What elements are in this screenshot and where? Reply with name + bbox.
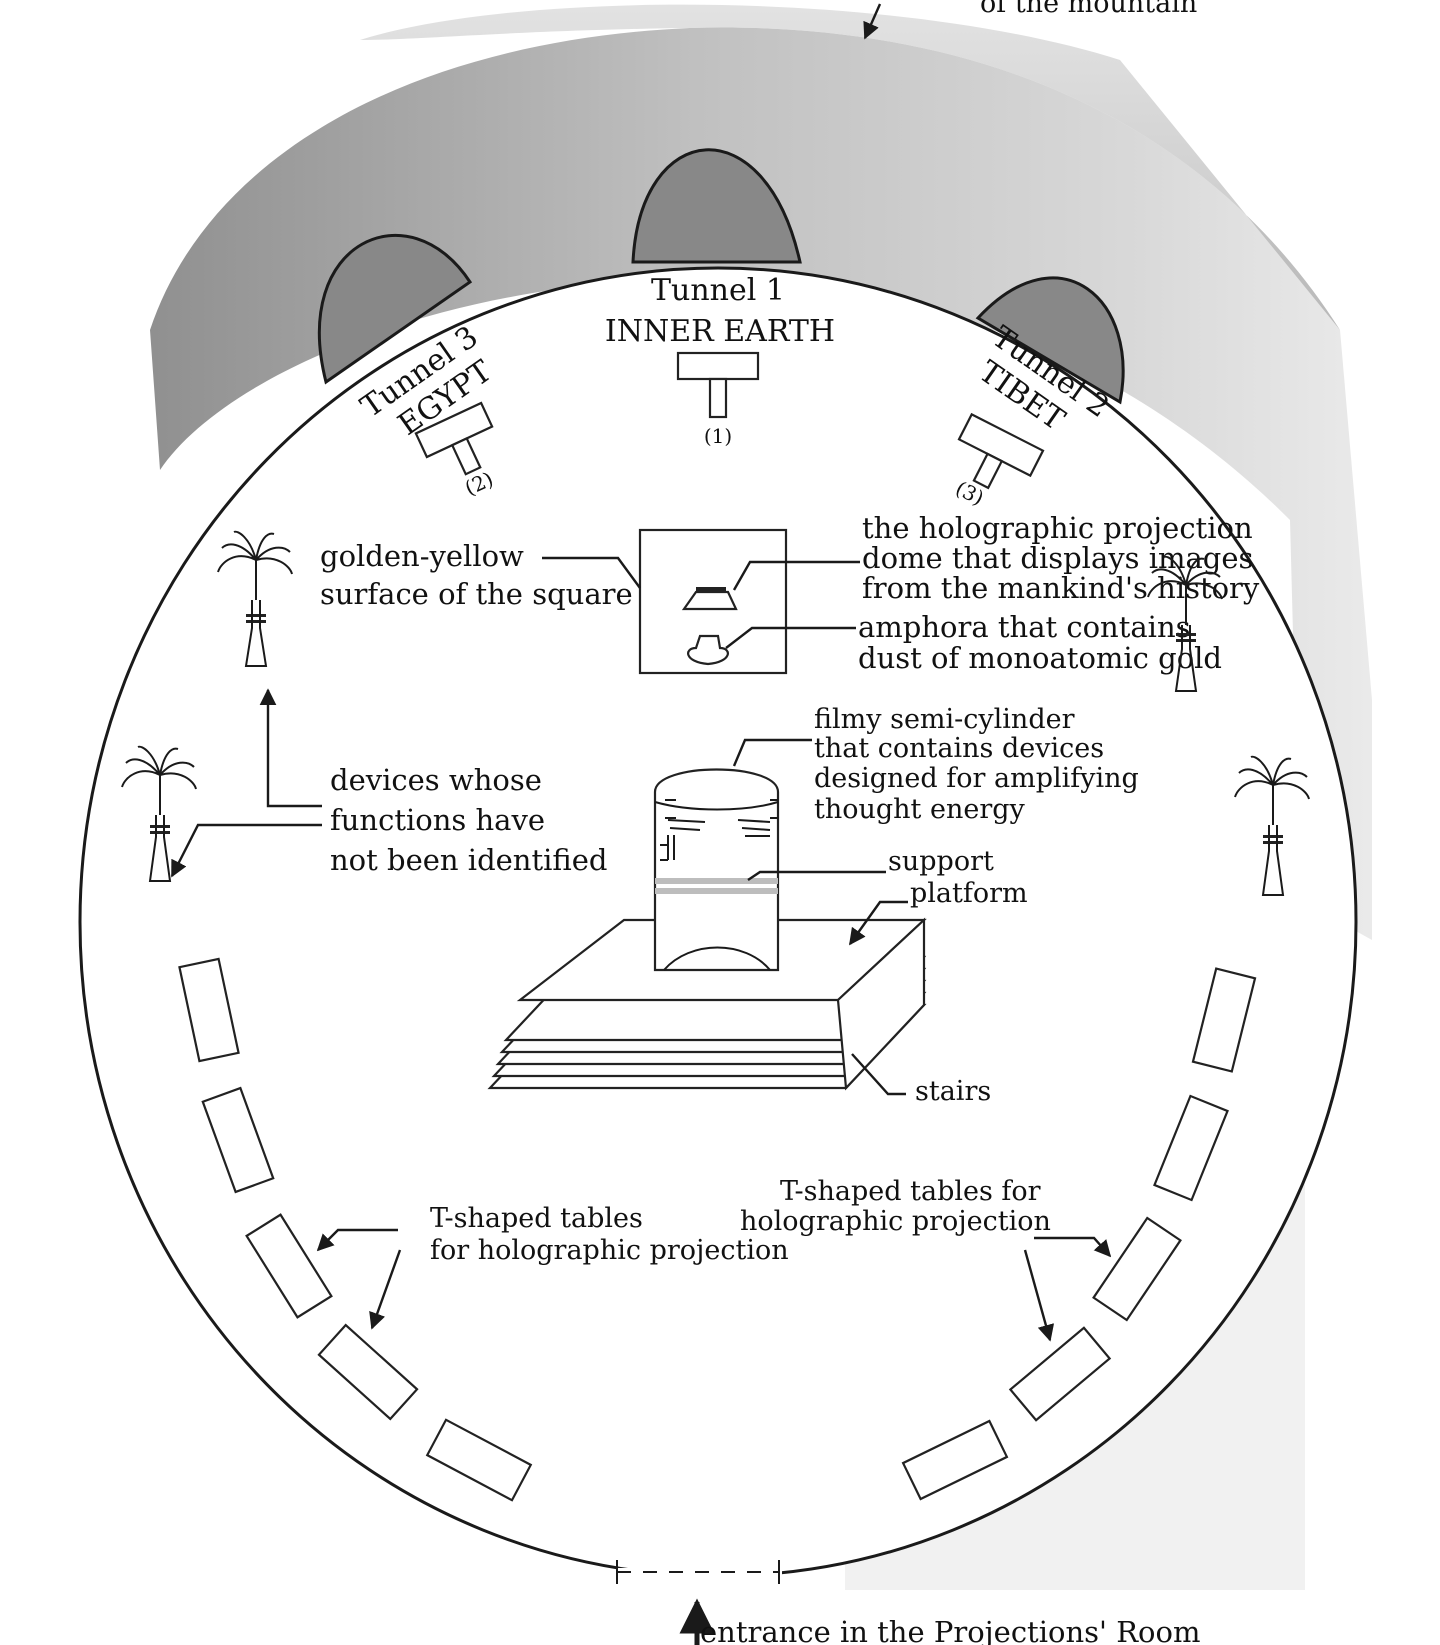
tunnel-2-table-group: (3) <box>952 412 1045 510</box>
tables-left-pointer-2 <box>369 1249 402 1330</box>
devices-pointer-lower <box>170 823 322 878</box>
devices-label-line2: functions have <box>330 803 545 837</box>
tunnel-1-title: Tunnel 1 <box>651 273 785 308</box>
amphora-label-line1: amphora that contains <box>858 610 1191 644</box>
dome-pointer <box>732 560 860 591</box>
dome-shape <box>681 590 738 611</box>
device-icon-upper-right <box>1147 555 1223 692</box>
support-pointer <box>747 870 886 881</box>
dome-label-line1: the holographic projection <box>862 511 1253 545</box>
top-arrow <box>863 3 882 40</box>
dome-label-line3: from the mankind's history <box>862 571 1260 605</box>
tunnel-1-name: INNER EARTH <box>605 314 835 349</box>
tables-left-label-line1: T-shaped tables <box>430 1203 643 1234</box>
tunnel-2-lobe <box>975 276 1125 405</box>
tables-right-label-line1: T-shaped tables for <box>780 1176 1041 1207</box>
t-tables-right <box>901 967 1257 1501</box>
platform-label: platform <box>910 878 1028 909</box>
tables-right-pointer-2 <box>1023 1249 1055 1342</box>
golden-square <box>638 528 788 675</box>
entrance-gap <box>616 1560 782 1586</box>
entrance-label: entrance in the Projections' Room <box>700 1615 1200 1645</box>
tunnel-3-lobe <box>318 233 473 385</box>
golden-label-line2: surface of the square <box>320 577 633 611</box>
stairs-pointer <box>851 1053 906 1096</box>
golden-label-line1: golden-yellow <box>320 539 524 573</box>
amphora-shape <box>687 634 729 666</box>
top-note: of the mountain <box>980 0 1197 19</box>
stairs-label: stairs <box>915 1076 991 1107</box>
t-tables-left <box>178 957 533 1502</box>
platform-pointer <box>849 900 908 946</box>
tables-right-label-line2: holographic projection <box>740 1206 1051 1237</box>
devices-label-line3: not been identified <box>330 843 607 877</box>
dome-label-line2: dome that displays images <box>862 541 1253 575</box>
tunnel-1-number: (1) <box>704 424 732 448</box>
cylinder-label-line4: thought energy <box>814 794 1026 825</box>
tunnel-lobes <box>318 148 1125 405</box>
amphora-label-line2: dust of monoatomic gold <box>858 641 1222 675</box>
cylinder-label-line1: filmy semi-cylinder <box>814 704 1075 735</box>
amphora-pointer <box>725 626 856 649</box>
tunnel-1-lobe <box>631 148 802 264</box>
golden-pointer <box>542 556 641 589</box>
cylinder-pointer <box>732 738 812 767</box>
support-label: support <box>888 846 994 877</box>
devices-pointer-upper <box>259 688 322 808</box>
tables-right-pointer-1 <box>1034 1236 1112 1258</box>
device-icon-right <box>1234 755 1310 896</box>
tables-left-label-line2: for holographic projection <box>430 1235 789 1266</box>
device-icon-upper-left <box>217 530 293 667</box>
tables-left-pointer-1 <box>316 1228 398 1252</box>
cylinder-label-line3: designed for amplifying <box>814 763 1139 794</box>
cylinder-label-line2: that contains devices <box>814 733 1104 764</box>
tunnel-1-station: Tunnel 1 INNER EARTH (1) <box>605 273 835 448</box>
semi-cylinder <box>653 768 780 972</box>
tunnel-3-table-group: (2) <box>414 401 497 500</box>
device-icon-left <box>121 745 197 882</box>
devices-label-line1: devices whose <box>330 763 542 797</box>
tunnel-1-table <box>676 351 760 381</box>
